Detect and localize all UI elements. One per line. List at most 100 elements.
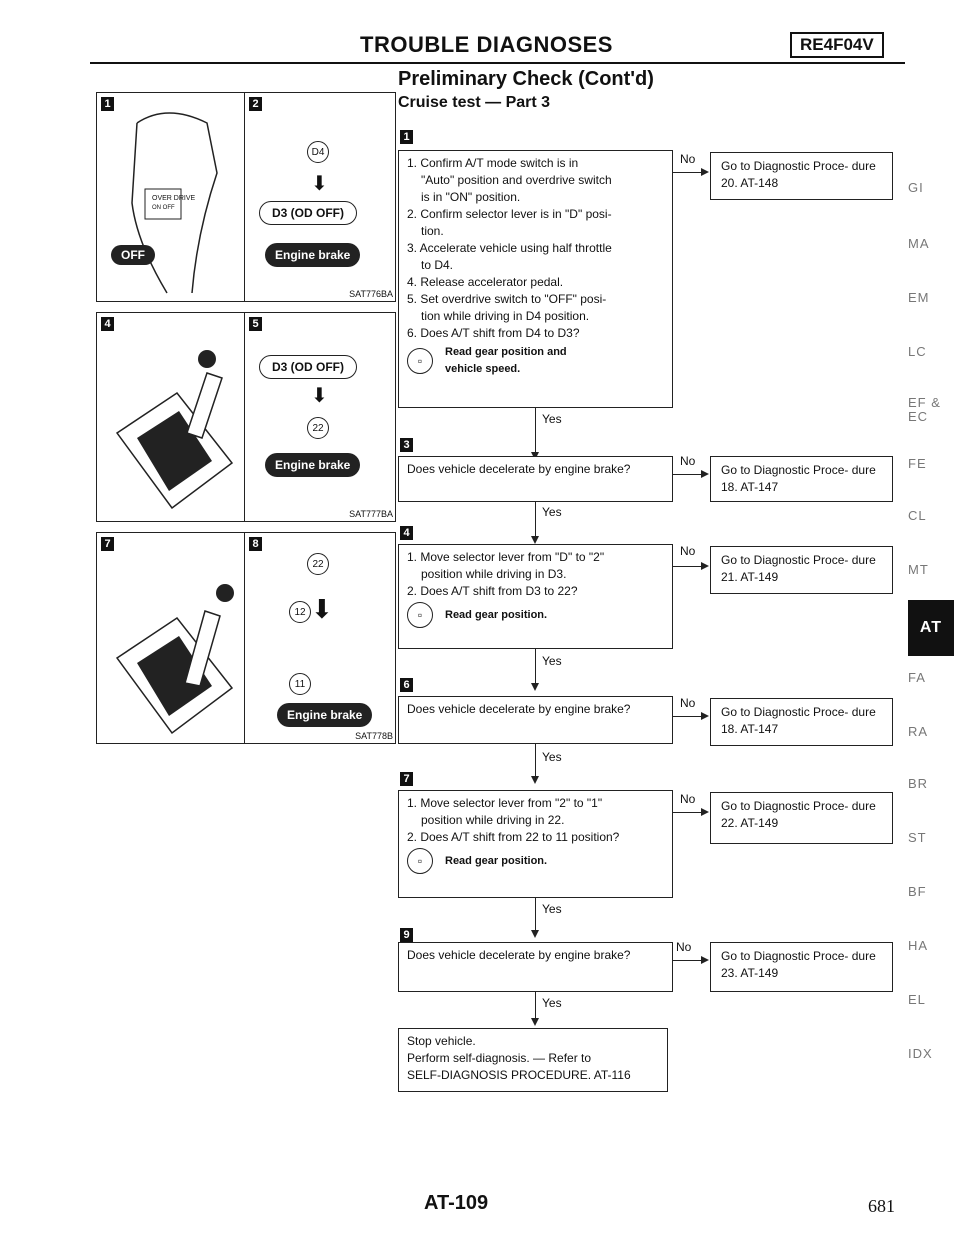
flow-line: tion.: [421, 224, 444, 238]
check-note: ▫Read gear position and vehicle speed.: [407, 344, 664, 378]
side-tab-em[interactable]: EM: [908, 290, 930, 305]
flow-line: 6. Does A/T shift from D4 to D3?: [407, 326, 580, 340]
illustration-panel-4: 4: [96, 312, 246, 522]
gear-circle-22: 22: [307, 553, 329, 575]
side-tab-mt[interactable]: MT: [908, 562, 929, 577]
check-note: ▫ Read gear position.: [407, 848, 664, 874]
yes-label: Yes: [542, 505, 562, 519]
page-number: 681: [868, 1196, 895, 1216]
illustration-panel-1: 1 OVER DRIVE ON OFF OFF: [96, 92, 246, 302]
side-tab-ef-ec[interactable]: EF & EC: [908, 395, 941, 424]
shift-lever-illustration: [131, 112, 218, 294]
side-tab-br[interactable]: BR: [908, 776, 929, 791]
step-1-lines: 1. Confirm A/T mode switch is in "Auto" …: [407, 155, 664, 342]
gear-circle-22: 22: [307, 417, 329, 439]
yes-label: Yes: [542, 654, 562, 668]
side-tab-el[interactable]: EL: [908, 992, 926, 1007]
side-tab-idx[interactable]: IDX: [908, 1046, 933, 1061]
side-tab-lc[interactable]: LC: [908, 344, 927, 359]
illustration-panel-5-6: 5 6 D3 (OD OFF) ⬇ 22 Engine brake SAT777…: [244, 312, 396, 522]
gear-indicator-icon: ▫: [407, 348, 433, 374]
flow-line: 4. Release accelerator pedal.: [407, 275, 564, 289]
flow-line: position while driving in D3.: [421, 567, 567, 581]
gear-indicator-icon: ▫: [407, 848, 433, 874]
note-text: Read gear position.: [445, 608, 548, 621]
step-badge: 4: [101, 317, 114, 331]
result-box: Go to Diagnostic Proce- dure 22. AT-149: [710, 792, 893, 844]
gear-circle-d4: D4: [307, 141, 329, 163]
result-box: Go to Diagnostic Proce- dure 23. AT-149: [710, 942, 893, 992]
mode-pill: D3 (OD OFF): [259, 355, 357, 379]
no-label: No: [680, 792, 696, 806]
illustration-panel-2-3: 2 3 D4 ⬇ D3 (OD OFF) Engine brake SAT776…: [244, 92, 396, 302]
flow-line: 1. Move selector lever from "2" to "1": [407, 796, 603, 810]
flow-line: to D4.: [421, 258, 454, 272]
side-tab-st[interactable]: ST: [908, 830, 927, 845]
side-tab-ma[interactable]: MA: [908, 236, 930, 251]
note-text: Read gear position.: [445, 854, 548, 867]
step-badge: 5 6: [249, 317, 262, 344]
illustration-panel-8-9: 8 9 22 12 ⬇ 11 Engine brake SAT778B: [244, 532, 396, 744]
side-tab-at[interactable]: AT: [908, 600, 954, 656]
flow-line: 1. Move selector lever from "D" to "2": [407, 550, 605, 564]
step-badge: 4 5: [400, 526, 413, 553]
result-box: Go to Diagnostic Proce- dure 20. AT-148: [710, 152, 893, 200]
gear-circle-12: 12: [289, 601, 311, 623]
result-box: Go to Diagnostic Proce- dure 21. AT-149: [710, 546, 893, 594]
check-note: ▫ Read gear position.: [407, 602, 664, 628]
section-title: Cruise test — Part 3: [398, 94, 551, 111]
no-label: No: [680, 544, 696, 558]
step-badge: 3: [400, 438, 413, 452]
flow-line: "Auto" position and overdrive switch: [421, 173, 612, 187]
step-3-lines: 1. Move selector lever from "D" to "2" p…: [407, 549, 664, 600]
step-badge: 1: [101, 97, 114, 111]
header-rule: [90, 62, 905, 64]
figure-caption: SAT778B: [355, 731, 393, 741]
flow-step-4: Does vehicle decelerate by engine brake?: [398, 696, 673, 744]
flow-step-5: 1. Move selector lever from "2" to "1" p…: [398, 790, 673, 898]
step-badge: 6: [400, 678, 413, 692]
overdrive-switch-states: ON OFF: [152, 205, 175, 211]
off-button-pill: OFF: [111, 245, 155, 265]
step-badge: 2 3: [249, 97, 262, 124]
no-label: No: [676, 940, 692, 954]
side-tab-gi[interactable]: GI: [908, 180, 924, 195]
side-tab-fe[interactable]: FE: [908, 456, 927, 471]
flow-step-3: 1. Move selector lever from "D" to "2" p…: [398, 544, 673, 649]
engine-brake-pill: Engine brake: [265, 243, 361, 267]
flow-line: SELF-DIAGNOSIS PROCEDURE. AT-116: [407, 1068, 631, 1082]
flow-line: position while driving in 22.: [421, 813, 565, 827]
flow-line: Stop vehicle.: [407, 1034, 476, 1048]
gear-indicator-icon: ▫: [407, 602, 433, 628]
figure-caption: SAT777BA: [349, 509, 393, 519]
side-tab-bf[interactable]: BF: [908, 884, 927, 899]
no-label: No: [680, 696, 696, 710]
step-5-lines: 1. Move selector lever from "2" to "1" p…: [407, 795, 664, 846]
flow-line: 2. Confirm selector lever is in "D" posi…: [407, 207, 612, 221]
selector-gate-illustration: [115, 350, 234, 510]
flow-line: 3. Accelerate vehicle using half throttl…: [407, 241, 612, 255]
result-box: Go to Diagnostic Proce- dure 18. AT-147: [710, 698, 893, 746]
selector-gate-illustration: [115, 584, 234, 735]
side-tab-ha[interactable]: HA: [908, 938, 929, 953]
page-header-title: TROUBLE DIAGNOSES: [360, 32, 613, 57]
no-label: No: [680, 152, 696, 166]
side-tab-cl[interactable]: CL: [908, 508, 927, 523]
result-box: Go to Diagnostic Proce- dure 18. AT-147: [710, 456, 893, 502]
flow-line: is in "ON" position.: [421, 190, 521, 204]
step-badge: 8 9: [249, 537, 262, 564]
mode-pill: D3 (OD OFF): [259, 201, 357, 225]
engine-brake-pill: Engine brake: [277, 703, 373, 727]
flow-final-step: Stop vehicle. Perform self-diagnosis. — …: [398, 1028, 668, 1092]
down-arrow-icon: ⬇: [311, 173, 328, 195]
yes-label: Yes: [542, 996, 562, 1010]
model-code-badge: RE4F04V: [790, 32, 884, 58]
flow-line: Perform self-diagnosis. — Refer to: [407, 1051, 592, 1065]
side-tab-ra[interactable]: RA: [908, 724, 929, 739]
page-label: AT-109: [424, 1192, 489, 1214]
overdrive-switch-label: OVER DRIVE: [152, 195, 196, 202]
side-tab-fa[interactable]: FA: [908, 670, 926, 685]
yes-label: Yes: [542, 412, 562, 426]
flow-step-2: Does vehicle decelerate by engine brake?: [398, 456, 673, 502]
down-arrow-icon: ⬇: [311, 385, 328, 407]
